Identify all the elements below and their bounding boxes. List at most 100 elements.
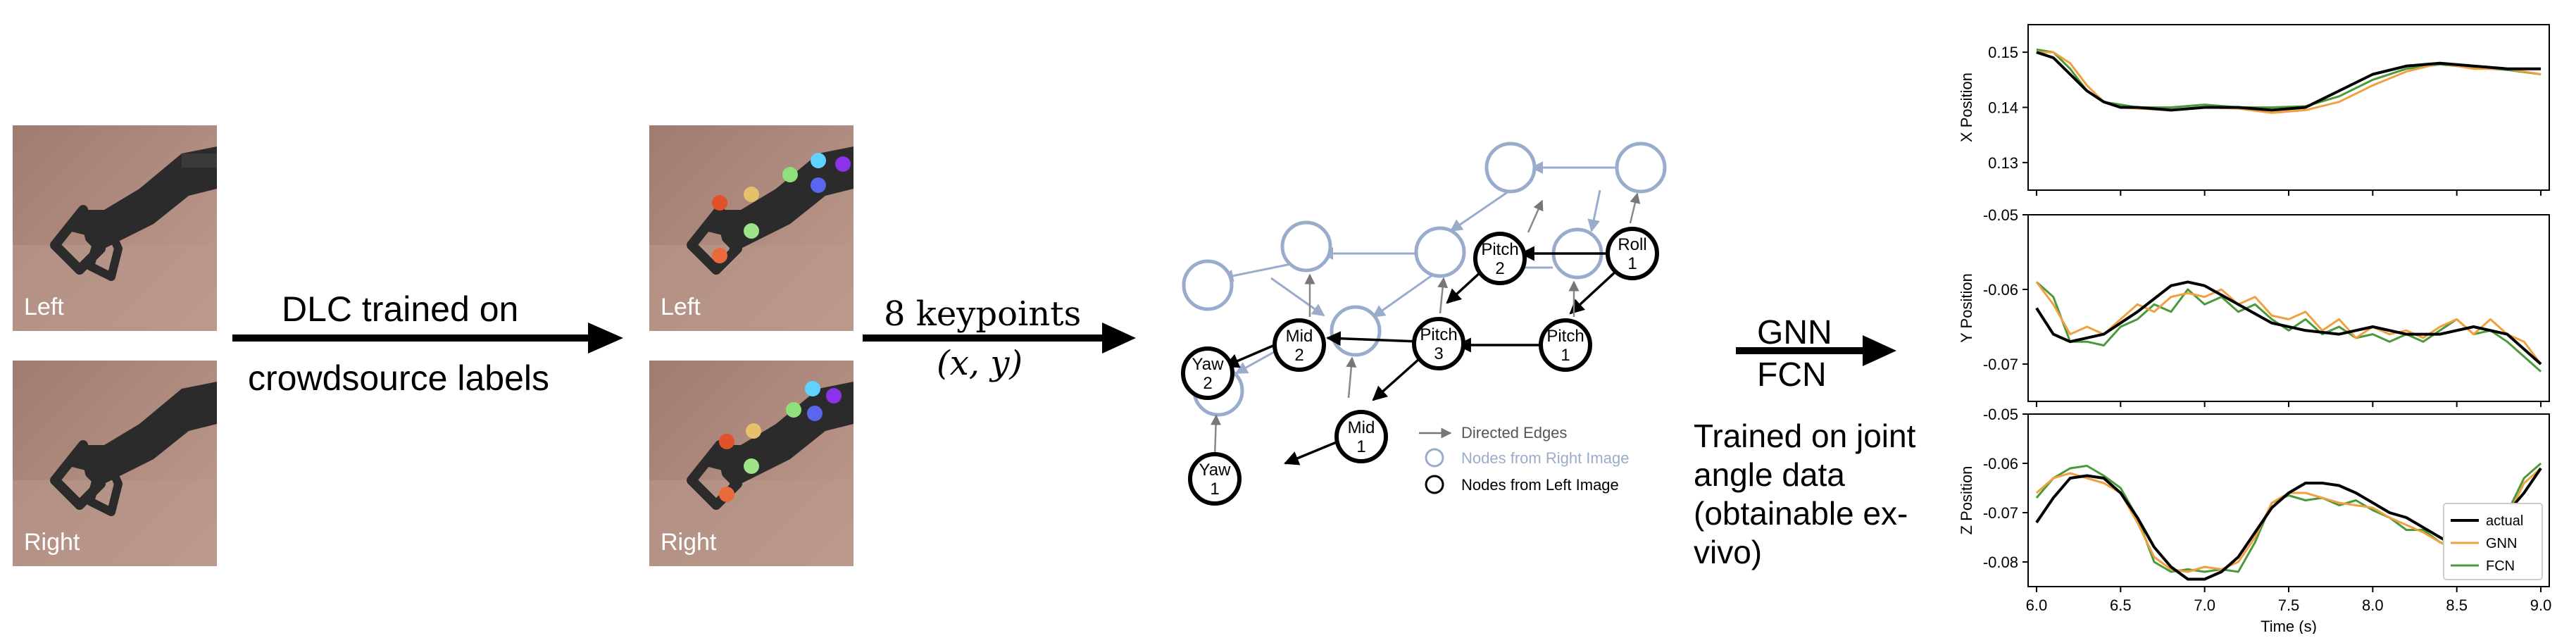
legend-left-label: Nodes from Left Image [1461, 476, 1619, 494]
image-caption: Right [661, 529, 717, 556]
node-label: Pitch [1420, 325, 1457, 344]
y-tick-label: -0.08 [1983, 553, 2018, 571]
x-tick-label: 6.5 [2110, 596, 2132, 614]
y-axis-label: Y Position [1958, 273, 1975, 343]
graph-node [1273, 318, 1326, 372]
legend-label: actual [2486, 513, 2523, 529]
training-note: Trained on joint angle data (obtainable … [1694, 417, 1915, 572]
gripper-photo [13, 125, 217, 331]
arrow2-label-top: 8 keypoints [884, 294, 1082, 334]
node-label: Pitch [1546, 327, 1584, 346]
series-line-actual [2036, 51, 2541, 112]
legend-label: FCN [2486, 558, 2515, 574]
series-line-gnn [2035, 281, 2542, 365]
x-tick-label: 6.0 [2026, 596, 2048, 614]
graph-node [1412, 317, 1465, 370]
graph-legend: Directed Edges Nodes from Right Image No… [1419, 424, 1629, 494]
graph-node [1606, 227, 1659, 280]
image-caption: Right [24, 529, 80, 556]
keypoint-marker [826, 388, 842, 404]
node-label: Mid [1348, 418, 1375, 437]
y-axis-label: X Position [1958, 73, 1975, 142]
arrow-right-icon [863, 323, 1136, 354]
keypoint-marker [835, 156, 851, 172]
node-label: 1 [1561, 346, 1570, 365]
image-caption: Left [24, 294, 64, 320]
y-axis-label: Z Position [1958, 466, 1975, 535]
series-line-fcn [2036, 48, 2541, 108]
legend-edges-label: Directed Edges [1461, 424, 1567, 442]
graph-node [1181, 346, 1234, 400]
arrow2-label-bottom: (x, y) [937, 344, 1023, 383]
position-charts: 0.150.140.13X Position-0.05-0.06-0.07Y P… [1958, 24, 2552, 634]
node-label: Yaw [1199, 461, 1232, 480]
graph-node [1188, 452, 1242, 506]
y-tick-label: 0.14 [1988, 99, 2018, 117]
graph-node [1473, 232, 1527, 285]
gripper-photo-keypoints [649, 361, 854, 566]
legend-right-label: Nodes from Right Image [1461, 449, 1629, 467]
node-label: Pitch [1481, 240, 1518, 259]
x-tick-label: 8.0 [2362, 596, 2384, 614]
node-label: Mid [1286, 327, 1313, 346]
graph-node [1334, 410, 1388, 463]
node-label: 1 [1356, 437, 1365, 456]
y-tick-label: -0.07 [1983, 356, 2018, 373]
node-label: 1 [1210, 480, 1219, 499]
image-caption: Left [661, 294, 701, 320]
arrow3-label-top: GNN [1757, 314, 1832, 351]
keypoint-marker [811, 177, 826, 193]
node-label: 2 [1203, 374, 1212, 393]
x-tick-label: 7.5 [2278, 596, 2300, 614]
keypoint-marker [712, 195, 727, 211]
keypoint-marker [744, 223, 759, 239]
keypoint-marker [744, 187, 759, 202]
x-tick-label: 9.0 [2530, 596, 2552, 614]
keypoint-marker [811, 153, 826, 168]
y-tick-label: -0.06 [1983, 281, 2018, 299]
gripper-photo-keypoints [649, 125, 854, 331]
photo-right-keypoints: Right [649, 361, 854, 566]
keypoint-marker [744, 458, 759, 474]
keypoint-marker [805, 381, 820, 396]
note-line: Trained on joint [1694, 418, 1916, 454]
keypoint-marker [719, 434, 734, 449]
y-tick-label: 0.13 [1988, 154, 2018, 172]
arrow-right-icon [1736, 335, 1896, 366]
node-label: 2 [1294, 346, 1303, 365]
note-line: angle data [1694, 456, 1845, 493]
node-label: Roll [1618, 235, 1646, 254]
keypoint-marker [719, 487, 734, 502]
arrow-right-icon [232, 323, 623, 354]
arrow1-label-top: DLC trained on [282, 289, 519, 329]
plot-frame [2027, 214, 2550, 402]
arrow1-label-bottom: crowdsource labels [248, 358, 549, 398]
keypoint-graph: Yaw 2 Mid 2 Pitch 3 Pitch 2 Roll 1 Yaw 1… [1181, 142, 1667, 506]
keypoint-marker [786, 402, 801, 418]
node-label: 3 [1434, 344, 1443, 363]
y-tick-label: -0.05 [1983, 206, 2018, 224]
graph-node [1539, 318, 1592, 372]
note-line: vivo) [1694, 534, 1763, 570]
keypoint-marker [782, 167, 798, 182]
arrow3-label-bottom: FCN [1757, 356, 1827, 394]
x-axis-label: Time (s) [2261, 618, 2317, 634]
x-tick-label: 8.5 [2446, 596, 2468, 614]
y-tick-label: -0.07 [1983, 504, 2018, 522]
gripper-photo [13, 361, 217, 566]
keypoint-marker [746, 423, 761, 439]
chart-legend [2443, 503, 2543, 580]
legend-label: GNN [2486, 536, 2517, 551]
photo-left-raw: Left [13, 125, 217, 331]
node-label: 1 [1627, 254, 1637, 273]
photo-left-keypoints: Left [649, 125, 854, 331]
photo-right-raw: Right [13, 361, 217, 566]
y-tick-label: -0.05 [1983, 406, 2018, 423]
series-line-actual [2035, 280, 2542, 365]
node-label: Yaw [1192, 355, 1225, 374]
note-line: (obtainable ex- [1694, 495, 1908, 532]
y-tick-label: -0.06 [1983, 455, 2018, 473]
keypoint-marker [807, 406, 823, 421]
x-tick-label: 7.0 [2194, 596, 2215, 614]
node-label: 2 [1495, 259, 1504, 278]
